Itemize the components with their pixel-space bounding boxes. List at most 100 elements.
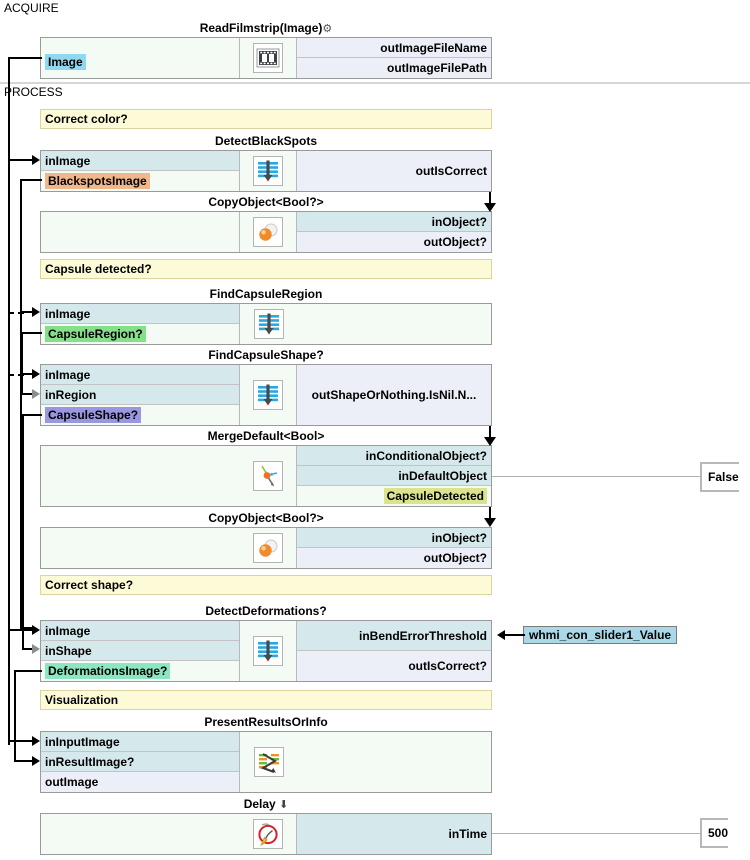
block-findcapsuleshape[interactable]: inImage inRegion CapsuleShape? outShapeO… — [40, 364, 492, 426]
block-right-column: inConditionalObject? inDefaultObject Cap… — [297, 446, 491, 506]
block-right-column: inObject? outObject? — [297, 212, 491, 252]
down-arrow-icon: ⬇ — [279, 799, 289, 811]
port-intime[interactable]: inTime — [297, 814, 491, 854]
icon-cell-copyobject-2[interactable] — [239, 528, 297, 568]
wire-image-bus — [8, 57, 10, 745]
icon-cell-copyobject-1[interactable] — [239, 212, 297, 252]
wire-image-out — [8, 57, 42, 59]
port-label: CapsuleRegion? — [45, 326, 146, 342]
block-copyobject-2[interactable]: inObject? outObject? — [40, 527, 492, 569]
note-correct-shape[interactable]: Correct shape? — [40, 575, 492, 595]
port-inobject[interactable]: inObject? — [297, 212, 491, 232]
block-left-column: inImage CapsuleRegion? — [41, 304, 239, 344]
section-label-acquire: ACQUIRE — [4, 1, 59, 15]
merge-default-icon — [252, 461, 283, 491]
wire-defaultobject-false — [492, 476, 700, 477]
icon-cell-filmstrip[interactable] — [239, 38, 297, 78]
note-visualization[interactable]: Visualization — [40, 690, 492, 710]
port-image[interactable]: Image — [41, 52, 239, 78]
wire-deformations-to-inresult — [14, 760, 34, 762]
arrow-right-icon — [32, 625, 40, 635]
image-threshold-icon — [253, 156, 283, 186]
port-inconditionalobject[interactable]: inConditionalObject? — [297, 446, 491, 466]
note-correct-color[interactable]: Correct color? — [40, 109, 492, 129]
port-outobject[interactable]: outObject? — [297, 232, 491, 252]
block-findcapsuleregion[interactable]: inImage CapsuleRegion? — [40, 303, 492, 345]
port-capsuleregion[interactable]: CapsuleRegion? — [41, 324, 239, 344]
arrow-right-hollow-icon — [32, 389, 40, 399]
icon-cell-mergedefault[interactable] — [239, 446, 297, 506]
port-inresultimage[interactable]: inResultImage? — [41, 752, 239, 772]
wire-capsuledetected-inobject — [489, 507, 491, 520]
port-inobject[interactable]: inObject? — [297, 528, 491, 548]
copy-object-icon — [252, 533, 283, 563]
block-readfilmstrip[interactable]: Image — [40, 37, 492, 79]
port-outobject[interactable]: outObject? — [297, 548, 491, 568]
port-label: CapsuleDetected — [383, 488, 487, 504]
icon-cell-presentresults[interactable] — [239, 732, 297, 792]
block-left-column — [41, 446, 239, 506]
block-left-column: inImage BlackspotsImage — [41, 151, 239, 191]
wire-outiscorrect-inobject — [489, 192, 491, 206]
wire-bus-detectdeformations — [8, 629, 34, 631]
arrow-down-icon — [484, 437, 496, 446]
wire-capsuleregion-to-inregion — [21, 393, 34, 395]
port-inshape[interactable]: inShape — [41, 641, 239, 661]
wire-slider-threshold — [505, 634, 525, 636]
wire-outshape-inconditional — [489, 426, 491, 438]
block-right-column: outShapeOrNothing.IsNil.N... — [297, 365, 491, 425]
present-results-icon — [253, 747, 284, 777]
block-right-column: outImageFileName outImageFilePath — [297, 38, 491, 78]
arrow-down-icon — [484, 518, 496, 527]
wire-capsuleregion-bus — [21, 332, 23, 394]
wire-capsuleregion-out — [21, 332, 42, 334]
arrow-right-icon — [32, 736, 40, 746]
external-value-500[interactable]: 500 — [700, 818, 729, 848]
block-left-column: inImage inRegion CapsuleShape? — [41, 365, 239, 425]
image-threshold-icon — [253, 309, 284, 339]
port-label: Image — [45, 54, 86, 70]
port-ininputimage[interactable]: inInputImage — [41, 732, 239, 752]
block-presentresultsorinfo[interactable]: inInputImage inResultImage? outImage — [40, 731, 492, 793]
icon-cell-detectblackspots[interactable] — [239, 151, 297, 191]
icon-cell-findcapsuleregion[interactable] — [239, 304, 297, 344]
block-copyobject-1[interactable]: inObject? outObject? — [40, 211, 492, 253]
port-inregion[interactable]: inRegion — [41, 385, 239, 405]
port-outimagefilepath[interactable]: outImageFilePath — [297, 58, 491, 78]
wire-capsuleshape-out — [22, 414, 42, 416]
port-deformationsimage[interactable]: DeformationsImage? — [41, 661, 239, 681]
image-threshold-icon — [253, 380, 283, 410]
port-outiscorrect[interactable]: outIsCorrect — [297, 151, 491, 191]
wire-section-edge — [8, 57, 10, 95]
icon-cell-delay[interactable] — [239, 814, 297, 854]
port-outimagefilename[interactable]: outImageFileName — [297, 38, 491, 58]
port-indefaultobject[interactable]: inDefaultObject — [297, 466, 491, 486]
port-outimage[interactable]: outImage — [41, 772, 239, 792]
external-chip-slider[interactable]: whmi_con_slider1_Value — [523, 626, 678, 644]
port-outiscorrect[interactable]: outIsCorrect? — [297, 651, 491, 681]
port-inbenderrorthreshold[interactable]: inBendErrorThreshold — [297, 621, 491, 651]
icon-cell-detectdeformations[interactable] — [239, 621, 297, 681]
block-detectdeformations[interactable]: inImage inShape DeformationsImage? inBen… — [40, 620, 492, 682]
wire-capsuleshape-to-inshape — [22, 648, 34, 650]
note-capsule-detected[interactable]: Capsule detected? — [40, 259, 492, 279]
arrow-right-icon — [32, 756, 40, 766]
arrow-right-icon — [32, 369, 40, 379]
wire-blackspots-bus — [20, 179, 22, 629]
port-inimage[interactable]: inImage — [41, 304, 239, 324]
block-detectblackspots[interactable]: inImage BlackspotsImage outIsCorrect — [40, 150, 492, 192]
wire-capsuleshape-bus — [22, 414, 24, 650]
icon-cell-findcapsuleshape[interactable] — [239, 365, 297, 425]
port-inimage[interactable]: inImage — [41, 365, 239, 385]
port-capsuleshape[interactable]: CapsuleShape? — [41, 405, 239, 425]
external-value-false[interactable]: False — [700, 462, 739, 492]
block-left-column: inInputImage inResultImage? outImage — [41, 732, 239, 792]
port-inimage[interactable]: inImage — [41, 151, 239, 171]
port-capsuledetected[interactable]: CapsuleDetected — [297, 486, 491, 506]
block-left-column — [41, 814, 239, 854]
block-delay[interactable]: inTime — [40, 813, 492, 855]
port-blackspotsimage[interactable]: BlackspotsImage — [41, 171, 239, 191]
port-inimage[interactable]: inImage — [41, 621, 239, 641]
port-outshapeornothing[interactable]: outShapeOrNothing.IsNil.N... — [297, 365, 491, 425]
block-mergedefault[interactable]: inConditionalObject? inDefaultObject Cap… — [40, 445, 492, 507]
